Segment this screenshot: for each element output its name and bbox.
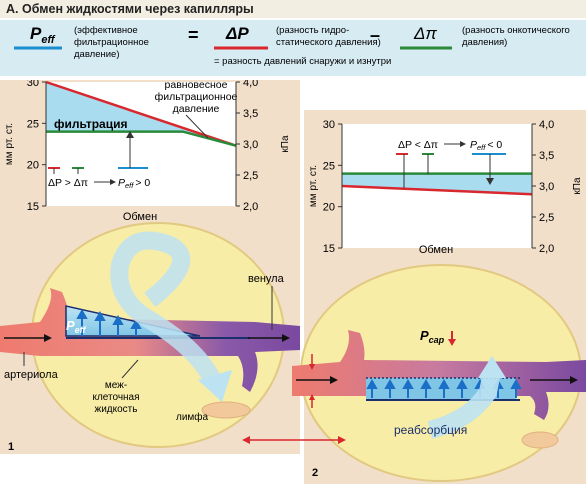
condition-2-right: Peff< 0 xyxy=(470,139,502,152)
peff-desc-3: давление) xyxy=(74,49,119,60)
capillary-2 xyxy=(292,330,586,420)
chart-2-ylabel-right: кПа xyxy=(572,177,583,195)
reabsorption-area xyxy=(342,173,532,195)
lymph-label: лимфа xyxy=(176,411,209,423)
dp-symbol: ΔP xyxy=(225,24,249,43)
y-tick-label-left: 30 xyxy=(323,119,335,131)
capillary-1 xyxy=(0,288,300,392)
formula-note: = разность давлений снаружи и изнутри xyxy=(214,56,391,67)
chart-1-ylabel-left: мм рт. ст. xyxy=(4,123,15,165)
condition-1-left: ΔP > Δπ xyxy=(48,177,88,189)
equilibrium-label-3: давление xyxy=(173,103,220,115)
swirl-arrowhead-1 xyxy=(198,370,232,402)
y-tick-label-left: 20 xyxy=(323,202,335,214)
interstitial-label-3: жидкость xyxy=(95,404,138,415)
chart-2-xlabel: Обмен xyxy=(419,244,453,254)
chart-1-ylabel-right: кПа xyxy=(280,135,291,153)
peff-desc-1: (эффективное xyxy=(74,25,138,36)
y-tick-label-left: 30 xyxy=(27,80,39,89)
swirl-arrow-2 xyxy=(427,370,501,439)
y-tick-label-right: 3,5 xyxy=(539,150,554,162)
oncotic-line-1 xyxy=(46,130,237,147)
y-tick-label-right: 3,0 xyxy=(539,181,554,193)
dpi-symbol: Δπ xyxy=(413,24,437,43)
peff-symbol: Peff xyxy=(30,24,56,46)
reabsorption-label: реабсорбция xyxy=(394,423,467,437)
venule-label: венула xyxy=(248,273,285,285)
arteriole-label: артериола xyxy=(4,369,59,381)
page-title: А. Обмен жидкостями через капилляры xyxy=(0,0,586,18)
dp-desc-2: статического давления) xyxy=(276,37,381,48)
filtration-arrows xyxy=(76,308,142,336)
y-tick-label-right: 4,0 xyxy=(243,80,258,89)
lymph-vessel-2 xyxy=(521,431,559,449)
formula-svg: Peff (эффективное фильтрационное давлени… xyxy=(14,24,570,67)
lymph-vessel xyxy=(201,401,251,419)
formula-bar: Peff (эффективное фильтрационное давлени… xyxy=(0,20,586,76)
y-tick-label-right: 2,0 xyxy=(539,243,554,254)
condition-2-left: ΔP < Δπ xyxy=(398,139,438,151)
hydrostatic-line-2 xyxy=(341,184,533,196)
y-tick-label-left: 15 xyxy=(27,201,39,213)
pcap-down-arrow xyxy=(448,339,456,346)
panel-number-1: 1 xyxy=(8,441,14,453)
dpi-desc-1: (разность онкотического xyxy=(462,25,570,36)
peff-label-1: Peff xyxy=(66,318,87,335)
hydrostatic-line-1 xyxy=(45,80,237,147)
y-tick-label-right: 3,0 xyxy=(243,139,258,151)
dp-desc-1: (разность гидро- xyxy=(276,25,349,36)
pcap-label: Pcap xyxy=(420,328,445,345)
panel-number-2: 2 xyxy=(312,467,318,479)
y-tick-label-left: 25 xyxy=(27,118,39,130)
y-tick-label-left: 20 xyxy=(27,160,39,172)
chart-2-ylabel-left: мм рт. ст. xyxy=(308,165,319,207)
condition-1-right: Peff> 0 xyxy=(118,177,150,190)
y-tick-label-right: 2,5 xyxy=(243,170,258,182)
y-tick-label-right: 2,5 xyxy=(539,212,554,224)
y-tick-label-right: 2,0 xyxy=(243,201,258,213)
chart-1-xlabel: Обмен xyxy=(123,211,157,222)
dpi-desc-2: давления) xyxy=(462,37,507,48)
y-tick-label-right: 4,0 xyxy=(539,119,554,131)
y-tick-label-left: 25 xyxy=(323,160,335,172)
chart-filtration: 30 25 20 15 4,0 3,5 3,0 2,5 2,0 фильтрация равно… xyxy=(4,80,291,222)
y-tick-label-left: 15 xyxy=(323,243,335,254)
minus-sign: – xyxy=(370,25,380,45)
filtration-label: фильтрация xyxy=(54,117,127,131)
y-tick-label-right: 3,5 xyxy=(243,108,258,120)
swirl-arrow-1 xyxy=(110,231,224,389)
interstitial-label-2: клеточная xyxy=(92,392,139,403)
interstitial-label-1: меж- xyxy=(105,380,127,391)
peff-desc-2: фильтрационное xyxy=(74,37,149,48)
equilibrium-label-2: фильтрационное xyxy=(155,91,238,103)
equilibrium-label-1: равновесное xyxy=(165,80,228,91)
equals-sign: = xyxy=(188,25,199,45)
